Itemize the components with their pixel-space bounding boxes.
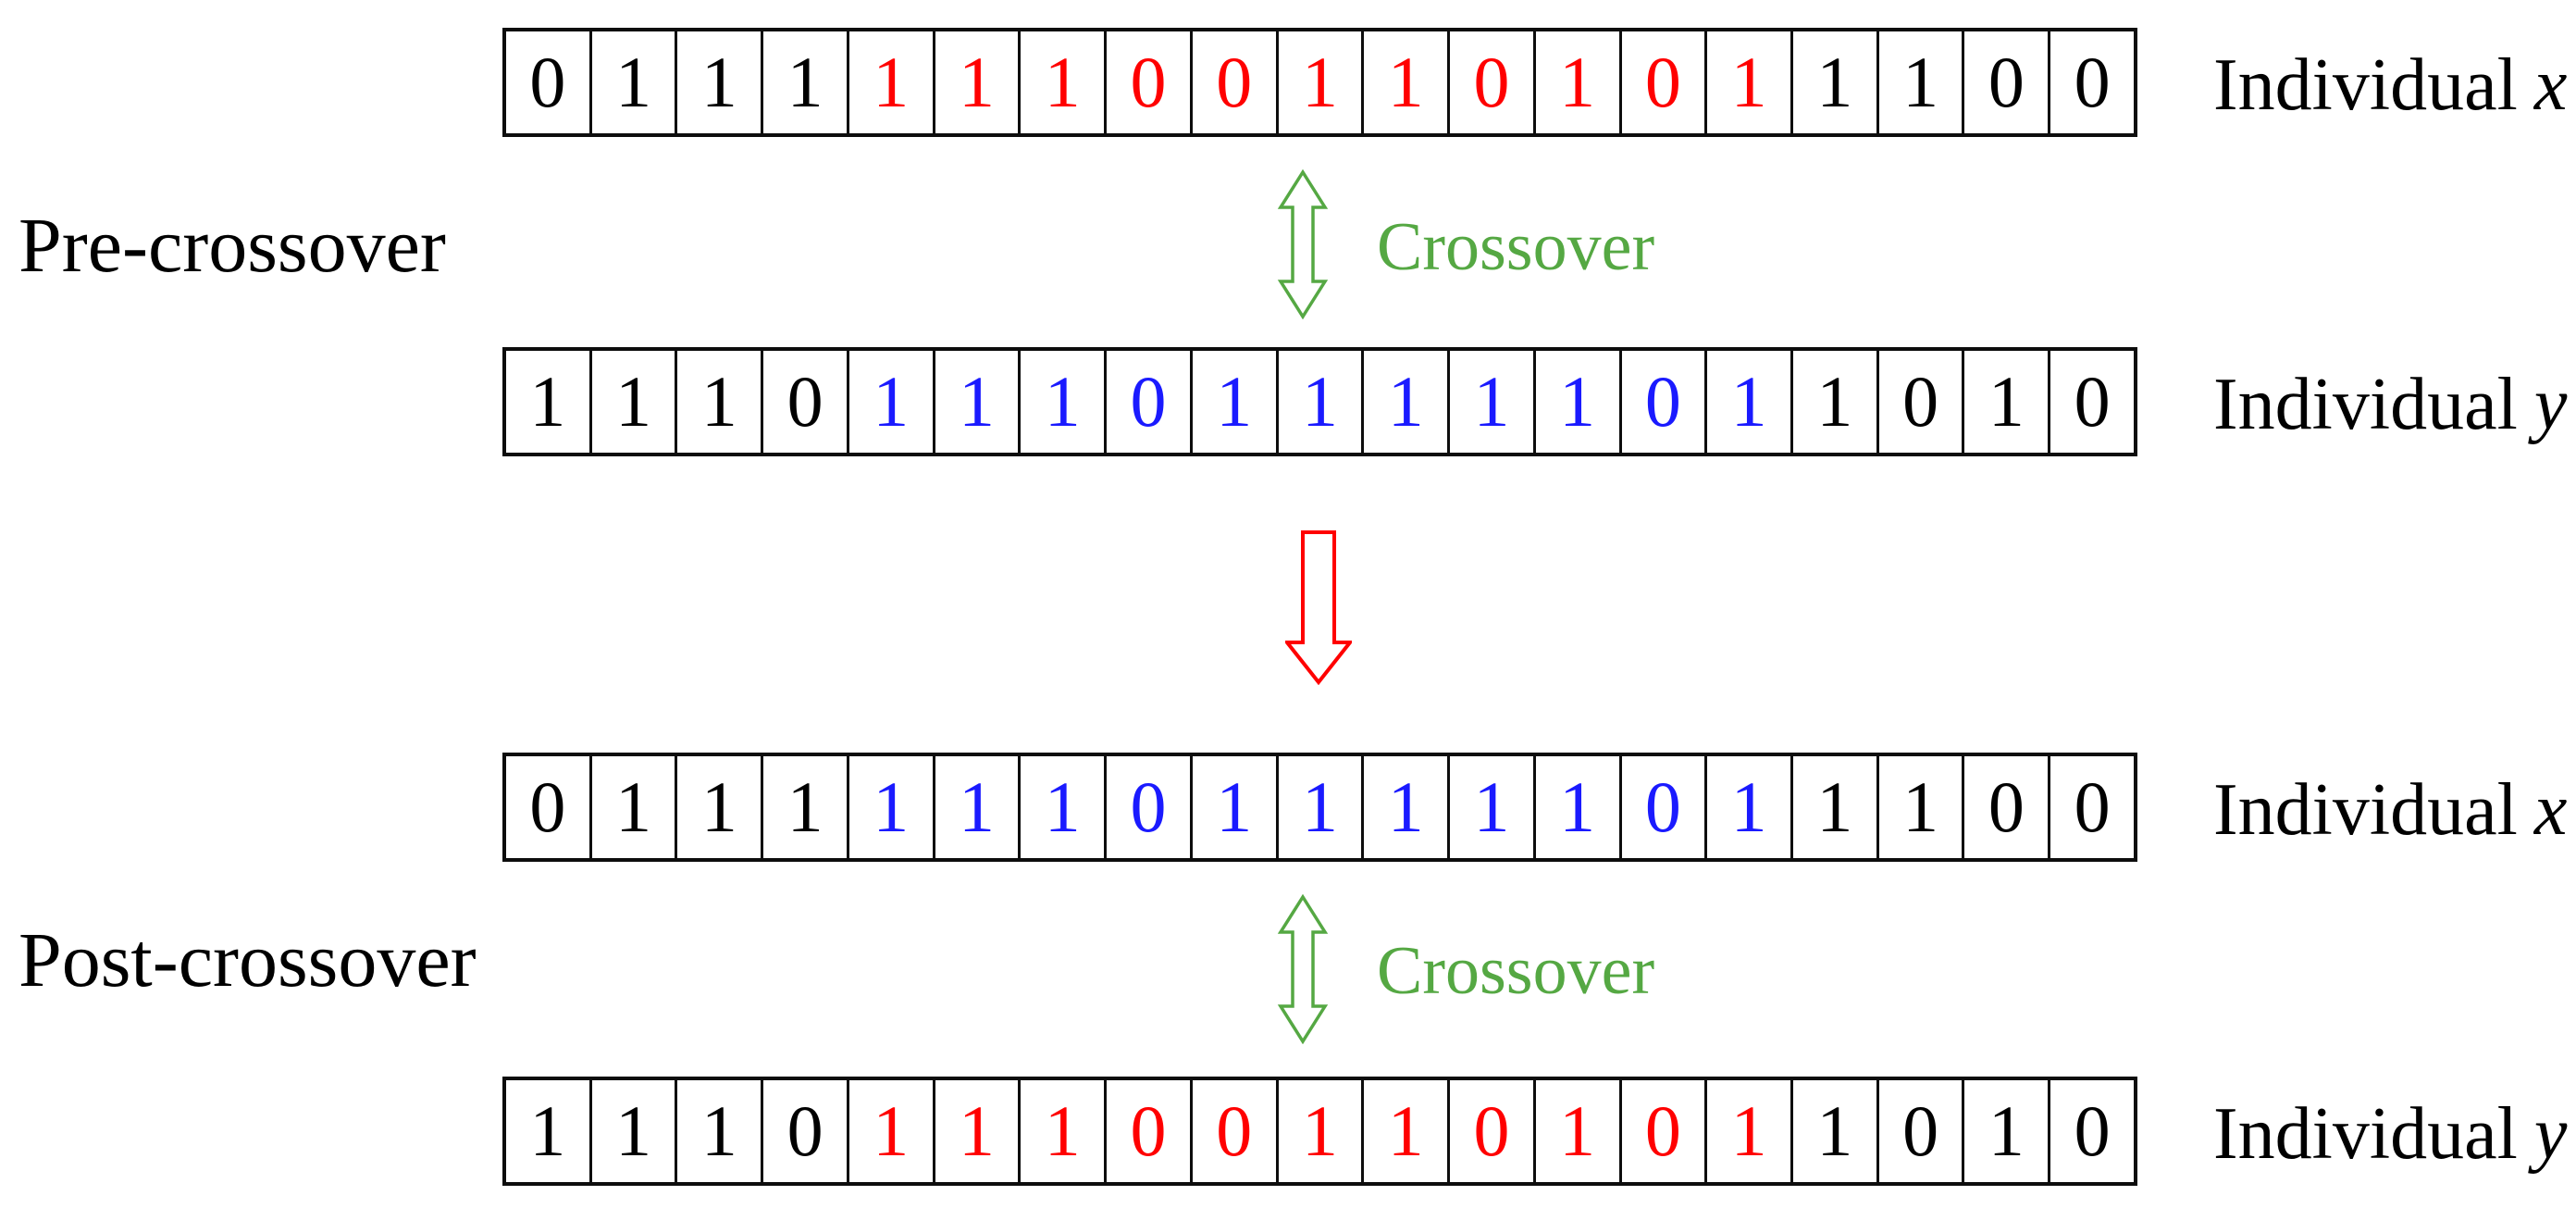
bit-cell: 1 xyxy=(1790,31,1876,133)
bit-cell: 0 xyxy=(1876,351,1963,453)
bit-cell: 1 xyxy=(588,31,675,133)
down-arrow-icon xyxy=(1285,530,1352,685)
individual-variable: x xyxy=(2533,769,2568,851)
bit-cell: 0 xyxy=(1618,351,1705,453)
bit-cell: 1 xyxy=(932,31,1019,133)
bit-cell: 1 xyxy=(1275,756,1362,858)
bit-cell: 1 xyxy=(1361,1080,1447,1182)
bit-cell: 1 xyxy=(1532,756,1619,858)
individual-label-prefix: Individual xyxy=(2213,44,2518,126)
bit-cell: 1 xyxy=(1361,31,1447,133)
bit-cell: 1 xyxy=(1704,1080,1790,1182)
bit-cell: 1 xyxy=(675,351,761,453)
bit-cell: 0 xyxy=(529,42,566,122)
bit-cell: 1 xyxy=(1018,756,1104,858)
bit-cell: 1 xyxy=(846,1080,933,1182)
post-crossover-stage-label: Post-crossover xyxy=(19,917,477,1003)
crossover-label-top: Crossover xyxy=(1377,209,1655,285)
bit-cell: 0 xyxy=(1962,756,2048,858)
bit-cell: 1 xyxy=(529,361,566,442)
bit-cell: 1 xyxy=(1962,351,2048,453)
bit-cell: 1 xyxy=(846,351,933,453)
bit-cell: 1 xyxy=(1189,351,1276,453)
bit-cell: 1 xyxy=(588,351,675,453)
individual-variable: y xyxy=(2533,364,2568,445)
bit-cell: 1 xyxy=(1704,351,1790,453)
bit-cell: 1 xyxy=(529,1090,566,1171)
crossover-label-bottom: Crossover xyxy=(1377,933,1655,1009)
bit-cell: 0 xyxy=(2048,31,2134,133)
bit-cell: 1 xyxy=(1876,31,1963,133)
bit-cell: 1 xyxy=(1790,756,1876,858)
bit-cell: 0 xyxy=(1876,1080,1963,1182)
bit-cell: 1 xyxy=(1790,1080,1876,1182)
bit-cell: 1 xyxy=(932,756,1019,858)
bit-cell: 1 xyxy=(588,756,675,858)
bit-cell: 0 xyxy=(1618,31,1705,133)
bit-cell: 0 xyxy=(1104,351,1190,453)
bit-cell: 0 xyxy=(1104,31,1190,133)
bit-cell: 0 xyxy=(1962,31,2048,133)
bit-cell: 1 xyxy=(1532,1080,1619,1182)
bit-cell: 0 xyxy=(529,766,566,847)
individual-label-prefix: Individual xyxy=(2213,1093,2518,1175)
bit-cell: 1 xyxy=(932,351,1019,453)
bit-cell: 1 xyxy=(1361,756,1447,858)
individual-label-prefix: Individual xyxy=(2213,769,2518,851)
bit-cell: 1 xyxy=(1018,351,1104,453)
bit-cell: 1 xyxy=(1189,756,1276,858)
bit-cell: 1 xyxy=(1532,351,1619,453)
bit-cell: 1 xyxy=(1876,756,1963,858)
crossover-double-arrow-icon xyxy=(1277,169,1329,319)
bit-cell: 0 xyxy=(2048,1080,2134,1182)
bit-cell: 1 xyxy=(1704,31,1790,133)
bit-cell: 1 xyxy=(1704,756,1790,858)
bit-cell: 0 xyxy=(1104,1080,1190,1182)
bit-cell: 1 xyxy=(675,1080,761,1182)
bit-cell: 0 xyxy=(2048,351,2134,453)
bit-cell: 1 xyxy=(1275,31,1362,133)
bit-cell: 0 xyxy=(1447,1080,1533,1182)
bit-cell: 0 xyxy=(1189,31,1276,133)
bit-cell: 0 xyxy=(1618,756,1705,858)
bit-cell: 1 xyxy=(1447,756,1533,858)
bit-cell: 1 xyxy=(1275,1080,1362,1182)
bit-cell: 1 xyxy=(846,756,933,858)
bit-cell: 1 xyxy=(846,31,933,133)
bit-cell: 0 xyxy=(761,351,847,453)
bit-cell: 1 xyxy=(932,1080,1019,1182)
individual-variable: x xyxy=(2533,44,2568,126)
bit-cell: 1 xyxy=(1018,31,1104,133)
bit-cell: 1 xyxy=(588,1080,675,1182)
bit-cell: 1 xyxy=(675,31,761,133)
bit-cell: 1 xyxy=(761,31,847,133)
pre-crossover-stage-label: Pre-crossover xyxy=(19,203,446,289)
bit-cell: 1 xyxy=(1275,351,1362,453)
bit-cell: 1 xyxy=(1962,1080,2048,1182)
individual-label-prefix: Individual xyxy=(2213,364,2518,445)
bit-cell: 1 xyxy=(1532,31,1619,133)
crossover-double-arrow-icon xyxy=(1277,894,1329,1044)
bit-cell: 0 xyxy=(1618,1080,1705,1182)
bit-cell: 0 xyxy=(2048,756,2134,858)
bit-cell: 0 xyxy=(1189,1080,1276,1182)
bit-cell: 1 xyxy=(761,756,847,858)
bit-cell: 1 xyxy=(1018,1080,1104,1182)
bit-cell: 1 xyxy=(1361,351,1447,453)
individual-variable: y xyxy=(2533,1093,2568,1175)
bit-cell: 0 xyxy=(1104,756,1190,858)
bit-cell: 1 xyxy=(1447,351,1533,453)
bit-cell: 0 xyxy=(761,1080,847,1182)
bit-cell: 0 xyxy=(1447,31,1533,133)
bit-cell: 1 xyxy=(1790,351,1876,453)
bit-cell: 1 xyxy=(675,756,761,858)
